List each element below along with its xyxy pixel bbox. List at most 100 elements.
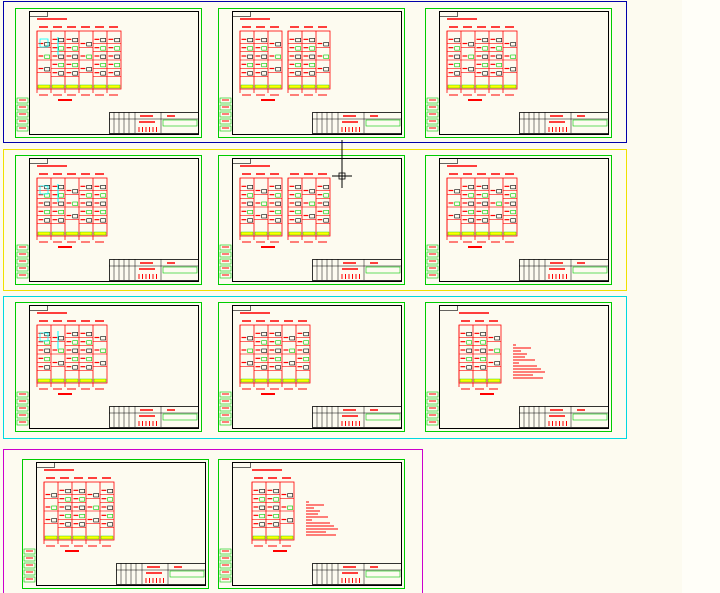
breaker-symbol xyxy=(273,522,279,527)
breaker-symbol xyxy=(468,218,474,223)
breaker-symbol xyxy=(466,357,472,362)
drawing-sheet[interactable] xyxy=(218,8,405,138)
sheet-group[interactable] xyxy=(3,296,627,439)
breaker-symbol xyxy=(100,71,106,76)
breaker-symbol xyxy=(86,42,92,47)
breaker-symbol xyxy=(100,348,106,353)
drawing-sheet[interactable] xyxy=(15,302,202,432)
drawing-sheet[interactable] xyxy=(425,302,612,432)
breaker-symbol xyxy=(273,489,279,494)
drawing-sheet[interactable] xyxy=(218,155,405,285)
breaker-symbol xyxy=(295,201,301,206)
breaker-symbol xyxy=(510,201,516,206)
panel-column xyxy=(295,320,310,390)
panel-column xyxy=(287,26,302,96)
busbar xyxy=(37,378,51,383)
drawing-sheet[interactable] xyxy=(15,155,202,285)
breaker-symbol xyxy=(468,42,474,47)
drawing-sheet[interactable] xyxy=(15,8,202,138)
busbar xyxy=(65,378,79,383)
sheet-border xyxy=(15,302,202,432)
breaker-symbol xyxy=(58,38,64,43)
breaker-symbol xyxy=(72,201,78,206)
drawing-sheet[interactable] xyxy=(22,459,209,589)
breaker-symbol xyxy=(303,348,309,353)
panel-column xyxy=(315,173,330,243)
breaker-symbol xyxy=(79,514,85,519)
busbar xyxy=(461,231,475,236)
busbar xyxy=(296,378,310,383)
sheet-border xyxy=(22,459,209,589)
drawing-sheet[interactable] xyxy=(425,155,612,285)
busbar xyxy=(37,231,51,236)
breaker-symbol xyxy=(58,63,64,68)
switchboard xyxy=(251,477,295,547)
revision-cell xyxy=(426,104,439,111)
meter-instrument xyxy=(39,185,49,195)
title-green-cell xyxy=(365,119,401,127)
panel-column xyxy=(279,477,294,547)
breaker-symbol xyxy=(44,42,50,47)
drawing-sheet[interactable] xyxy=(218,459,405,589)
breaker-symbol xyxy=(309,46,315,51)
breaker-symbol xyxy=(86,340,92,345)
title-block-frame xyxy=(109,112,199,134)
breaker-symbol xyxy=(107,489,113,494)
revision-cell xyxy=(219,118,232,125)
corner-tag xyxy=(439,305,458,311)
revision-cell xyxy=(23,569,36,576)
sheet-group[interactable] xyxy=(3,449,423,593)
breaker-symbol xyxy=(100,38,106,43)
busbar xyxy=(65,231,79,236)
breaker-symbol xyxy=(93,493,99,498)
revision-cell xyxy=(219,125,232,132)
revision-cell xyxy=(426,97,439,104)
meter-instrument xyxy=(39,38,49,48)
breaker-symbol xyxy=(86,357,92,362)
busbar xyxy=(447,84,461,89)
corner-tag xyxy=(36,462,55,468)
revision-cell xyxy=(426,258,439,265)
breaker-symbol xyxy=(261,348,267,353)
busbar xyxy=(93,378,107,383)
busbar xyxy=(288,84,302,89)
breaker-symbol xyxy=(275,42,281,47)
breaker-symbol xyxy=(482,185,488,190)
busbar xyxy=(316,84,330,89)
drawing-sheet[interactable] xyxy=(425,8,612,138)
breaker-symbol xyxy=(261,214,267,219)
revision-cell xyxy=(16,111,29,118)
sheet-frame xyxy=(29,158,199,282)
breaker-symbol xyxy=(44,348,50,353)
panel-column xyxy=(239,26,254,96)
revision-cell xyxy=(219,562,232,569)
breaker-symbol xyxy=(468,54,474,59)
panel-column xyxy=(64,320,79,390)
breaker-symbol xyxy=(72,54,78,59)
drawing-sheet[interactable] xyxy=(218,302,405,432)
sheet-group[interactable] xyxy=(3,1,627,143)
breaker-symbol xyxy=(261,365,267,370)
breaker-symbol xyxy=(275,54,281,59)
breaker-symbol xyxy=(275,210,281,215)
switchboard xyxy=(239,320,311,390)
title-green-cell xyxy=(365,570,401,578)
sheet-group[interactable] xyxy=(3,149,627,291)
breaker-symbol xyxy=(454,63,460,68)
switchboard xyxy=(239,26,283,96)
revision-cell xyxy=(16,272,29,279)
title-block xyxy=(312,259,402,281)
breaker-symbol xyxy=(309,38,315,43)
breaker-symbol xyxy=(100,201,106,206)
title-green-cell xyxy=(572,413,608,421)
breaker-symbol xyxy=(454,201,460,206)
busbar xyxy=(473,378,487,383)
revision-cell xyxy=(219,111,232,118)
panel-column xyxy=(446,26,461,96)
busbar xyxy=(93,84,107,89)
breaker-symbol xyxy=(86,54,92,59)
corner-tag xyxy=(439,158,458,164)
breaker-symbol xyxy=(323,193,329,198)
breaker-symbol xyxy=(275,332,281,337)
